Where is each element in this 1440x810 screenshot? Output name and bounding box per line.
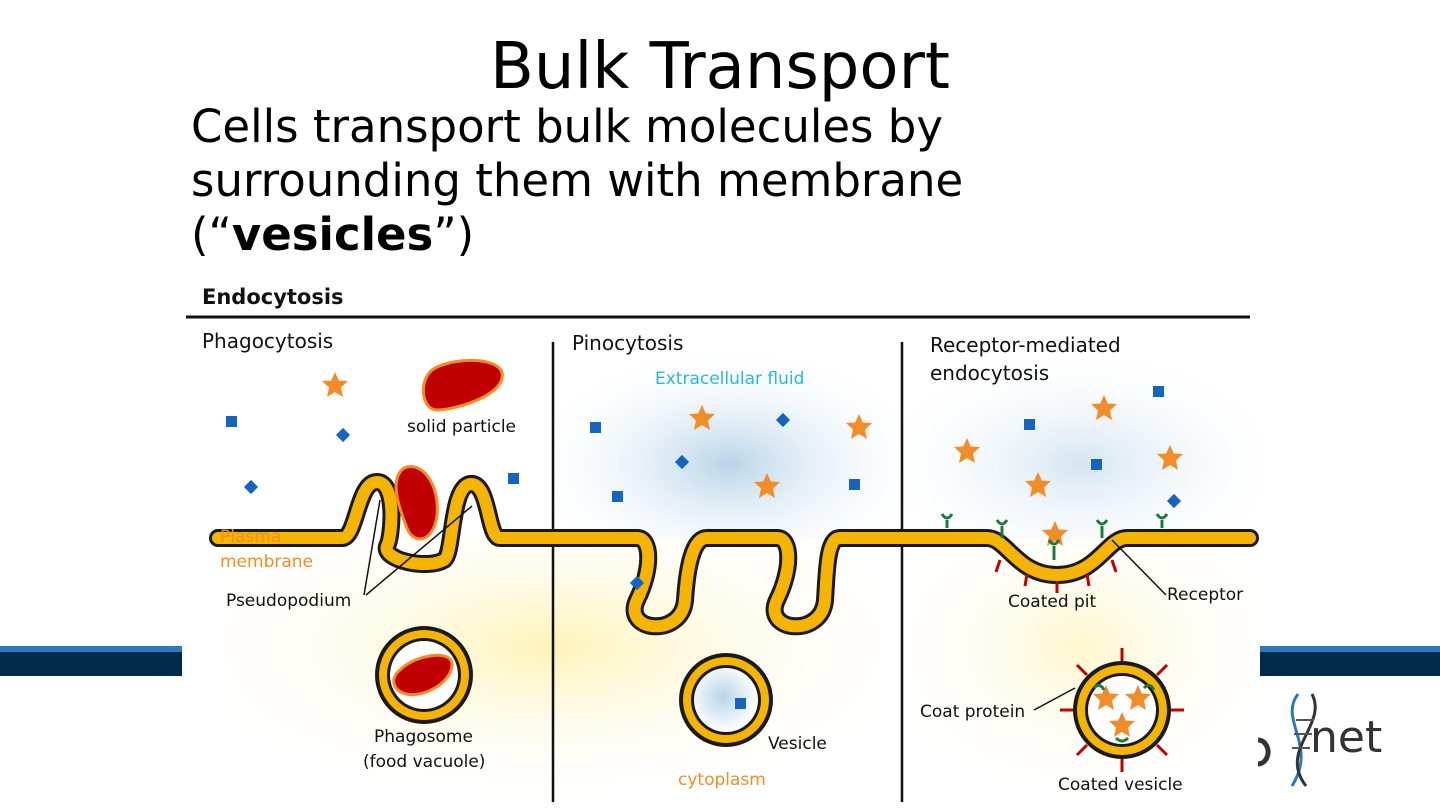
label-vesicle: Vesicle	[768, 734, 827, 754]
pinocytic-vesicle	[679, 653, 773, 747]
square-icon	[1153, 386, 1164, 397]
label-coated-vesicle: Coated vesicle	[1058, 775, 1183, 795]
label-receptor: Receptor	[1167, 585, 1243, 605]
square-icon	[612, 491, 623, 502]
label-extracellular-fluid: Extracellular fluid	[655, 369, 804, 389]
label-phagosome-1: Phagosome	[374, 727, 473, 747]
diamond-icon	[243, 479, 259, 495]
logo-text: net	[1310, 712, 1383, 763]
panel-title-pinocytosis: Pinocytosis	[572, 331, 683, 355]
footer-band-left	[0, 646, 182, 676]
coat-proteins	[994, 559, 1118, 593]
receptors	[940, 513, 1169, 560]
square-icon	[590, 422, 601, 433]
diamond-icon	[629, 575, 645, 591]
label-plasma-1: Plasma	[220, 527, 281, 547]
dna-helix-icon	[1258, 693, 1317, 787]
diamond-icon	[775, 412, 791, 428]
endocytosis-figure: Endocytosis Phagocytosis Pinocytosis Rec…	[186, 285, 1260, 810]
diamond-icon	[1166, 493, 1182, 509]
label-cytoplasm: cytoplasm	[678, 770, 766, 790]
subtitle-bold: vesicles	[231, 208, 434, 261]
square-icon	[226, 416, 237, 427]
engulfed-particle	[394, 465, 439, 541]
panel-title-receptor-2: endocytosis	[930, 361, 1049, 385]
figure-heading: Endocytosis	[202, 285, 344, 309]
subtitle-text: Cells transport bulk molecules by surrou…	[191, 100, 964, 261]
plasma-membrane	[209, 473, 1259, 636]
panel-title-receptor-1: Receptor-mediated	[930, 333, 1121, 357]
label-pseudopodium: Pseudopodium	[226, 591, 351, 611]
slide-subtitle: Cells transport bulk molecules by surrou…	[191, 100, 1091, 262]
square-icon	[508, 473, 519, 484]
square-icon	[849, 479, 860, 490]
square-icon	[1024, 419, 1035, 430]
solid-particle-shape	[421, 358, 504, 412]
footer-band-right	[1260, 646, 1440, 676]
square-icon	[1091, 459, 1102, 470]
coated-vesicle	[1060, 648, 1184, 772]
diamond-icon	[335, 427, 351, 443]
phagosome	[375, 626, 473, 724]
label-phagosome-2: (food vacuole)	[363, 752, 485, 772]
star-icon	[322, 372, 348, 397]
label-coated-pit: Coated pit	[1008, 592, 1097, 612]
label-solid-particle: solid particle	[407, 417, 516, 437]
slide-title: Bulk Transport	[490, 30, 950, 104]
label-plasma-2: membrane	[220, 552, 313, 572]
panel-title-phagocytosis: Phagocytosis	[202, 329, 333, 353]
label-coat-protein: Coat protein	[920, 702, 1025, 722]
subtitle-close: ”)	[433, 208, 475, 261]
diamond-icon	[674, 454, 690, 470]
